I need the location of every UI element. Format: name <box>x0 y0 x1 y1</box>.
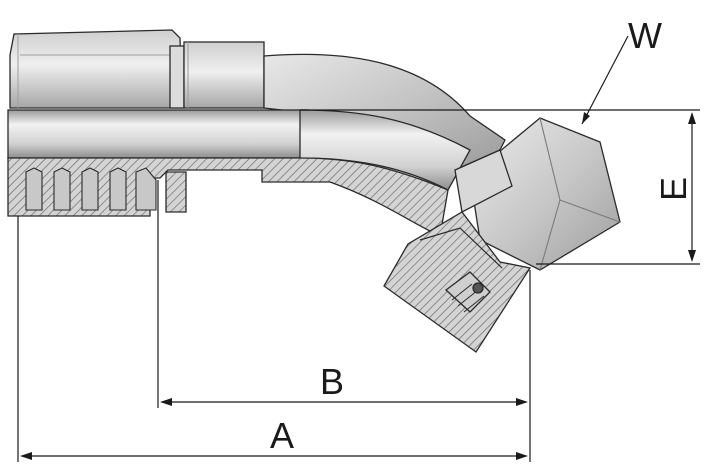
thread-detail <box>444 271 491 313</box>
dimension-arrows <box>20 112 696 460</box>
label-w: W <box>628 15 662 56</box>
label-b: B <box>320 361 344 402</box>
label-e: E <box>653 177 694 201</box>
nut-collar <box>454 149 513 213</box>
nipple-collar <box>183 41 265 109</box>
dimension-lines <box>17 35 700 462</box>
label-a: A <box>270 415 294 456</box>
w-leader-line <box>581 35 629 125</box>
fitting-body <box>7 29 621 353</box>
nipple-section <box>7 157 449 237</box>
oring-icon <box>472 282 484 294</box>
ferrule-shell <box>9 29 183 109</box>
ferrule-collar <box>169 45 185 109</box>
hose-tube <box>7 109 309 159</box>
barb-teeth <box>25 167 157 211</box>
